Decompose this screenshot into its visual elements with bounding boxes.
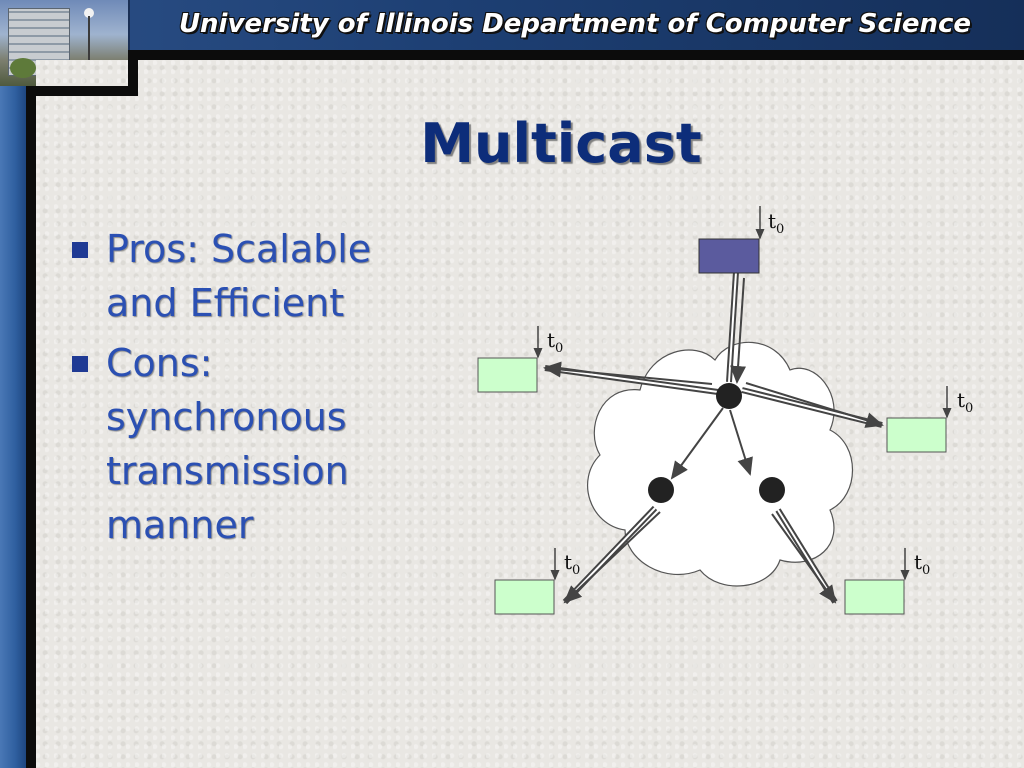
bullet-text-cons: Cons: synchronous transmission manner bbox=[106, 341, 349, 547]
square-bullet-icon bbox=[72, 356, 88, 372]
time-label-bottom-left: t0 bbox=[564, 550, 580, 578]
time-label-right: t0 bbox=[957, 388, 973, 416]
banner-title: University of Illinois Department of Com… bbox=[178, 9, 972, 39]
tree-icon bbox=[10, 58, 36, 78]
bullet-cons: Cons: synchronous transmission manner bbox=[72, 336, 412, 552]
time-label-bottom-right: t0 bbox=[914, 550, 930, 578]
time-markers: t0 t0 t0 t0 t0 bbox=[533, 206, 973, 581]
multicast-paths bbox=[543, 271, 884, 605]
frame-step-border bbox=[26, 86, 138, 96]
header-banner: University of Illinois Department of Com… bbox=[0, 0, 1024, 50]
lamp-icon bbox=[84, 8, 94, 18]
frame-left-border bbox=[26, 86, 36, 768]
slide-content-area bbox=[36, 60, 1024, 768]
router-left bbox=[648, 477, 674, 503]
frame-corner-border bbox=[128, 50, 138, 96]
receiver-node-bottom-left bbox=[494, 579, 555, 615]
path-router-to-router3 bbox=[729, 409, 753, 476]
bullet-list: Pros: Scalable and Efficient Cons: synch… bbox=[72, 222, 412, 558]
source-node bbox=[698, 238, 760, 274]
receiver-node-bottom-right bbox=[844, 579, 905, 615]
slide-title: Multicast bbox=[420, 112, 702, 175]
square-bullet-icon bbox=[72, 242, 88, 258]
frame-top-border bbox=[128, 50, 1024, 60]
multicast-diagram: t0 t0 t0 t0 t0 bbox=[477, 206, 973, 615]
time-label-left: t0 bbox=[547, 328, 563, 356]
receiver-node-left bbox=[477, 357, 538, 393]
time-label-source: t0 bbox=[768, 209, 784, 237]
lamp-pole bbox=[88, 16, 90, 76]
bullet-pros: Pros: Scalable and Efficient bbox=[72, 222, 412, 330]
bullet-text-pros: Pros: Scalable and Efficient bbox=[106, 227, 372, 325]
path-router-to-router2 bbox=[670, 407, 724, 480]
router-center bbox=[716, 383, 742, 409]
receiver-node-right bbox=[886, 417, 947, 453]
left-accent-bar bbox=[0, 86, 26, 768]
router-right bbox=[759, 477, 785, 503]
